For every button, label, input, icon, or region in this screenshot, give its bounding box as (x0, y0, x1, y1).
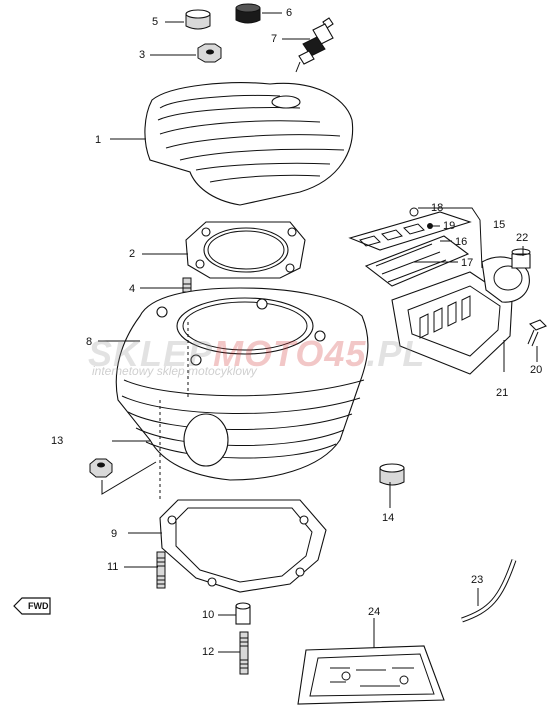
fwd-arrow-icon (13, 597, 51, 615)
callout-17: 17 (461, 257, 474, 269)
part-6-cap (235, 3, 261, 24)
part-11-stud (156, 551, 166, 589)
callout-4: 4 (129, 283, 136, 295)
part-12-stud (239, 631, 249, 675)
fwd-label: FWD (28, 601, 49, 611)
part-1-cylinder-head (144, 82, 354, 206)
watermark-tagline: internetowy sklep motocyklowy (92, 364, 257, 378)
callout-1: 1 (95, 134, 102, 146)
callout-24: 24 (368, 606, 381, 618)
callout-9: 9 (111, 528, 118, 540)
part-3-nut (197, 43, 222, 63)
part-10-dowel (235, 602, 251, 625)
callout-6: 6 (286, 7, 293, 19)
part-20-bolt (527, 319, 547, 347)
callout-18: 18 (431, 202, 444, 214)
watermark-brand-part-c: .PL (366, 333, 426, 374)
callout-11: 11 (107, 561, 119, 573)
part-7-spark-plug (295, 17, 334, 73)
watermark-brand: SKLEPMOTO45.PL (88, 336, 425, 372)
part-22-clamp (511, 248, 531, 269)
part-9-base-gasket (159, 499, 327, 593)
callout-21: 21 (496, 387, 509, 399)
callout-2: 2 (129, 248, 136, 260)
callout-3: 3 (139, 49, 146, 61)
part-14-cap (379, 463, 405, 486)
part-15-intake-assembly (348, 207, 530, 375)
callout-23: 23 (471, 574, 484, 586)
part-24-gasket-set (297, 645, 445, 705)
callout-14: 14 (382, 512, 395, 524)
callout-16: 16 (455, 236, 468, 248)
callout-8: 8 (86, 336, 93, 348)
callout-19: 19 (443, 220, 456, 232)
callout-13: 13 (51, 435, 64, 447)
callout-15: 15 (493, 219, 506, 231)
part-8-cylinder (115, 287, 369, 481)
callout-22: 22 (516, 232, 529, 244)
part-23-hose (461, 559, 517, 623)
part-13-nut (89, 458, 113, 478)
watermark-brand-part-b: MOTO45 (213, 333, 367, 374)
callout-12: 12 (202, 646, 215, 658)
callout-10: 10 (202, 609, 215, 621)
callout-5: 5 (152, 16, 159, 28)
leader-lines (98, 12, 538, 653)
part-5-cap (185, 9, 211, 30)
callout-7: 7 (271, 33, 278, 45)
callout-20: 20 (530, 364, 543, 376)
watermark-brand-part-a: SKLEP (88, 333, 214, 374)
part-2-head-gasket (185, 221, 306, 279)
